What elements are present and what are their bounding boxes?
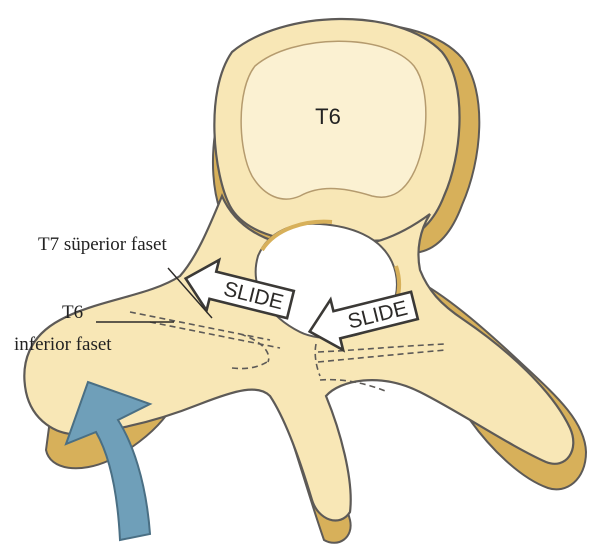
t6-label-line2: inferior faset (14, 334, 112, 355)
t6-label-line1: T6 (62, 302, 83, 323)
vertebra-label: T6 (315, 104, 341, 129)
t7-superior-facet-label: T7 süperior faset (38, 234, 167, 255)
